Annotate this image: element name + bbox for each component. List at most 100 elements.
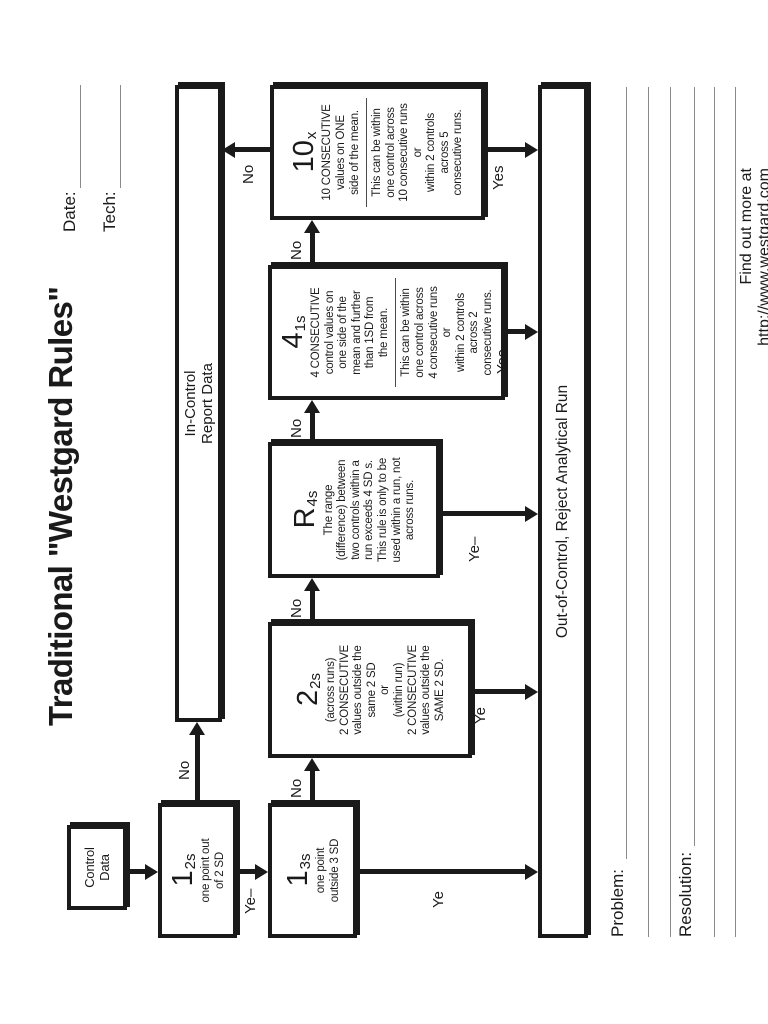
control-data-box: Control Data [67, 825, 127, 910]
rule-box-22s: 22s (across runs) 2 CONSECUTIVE values o… [268, 622, 472, 758]
rule-id-13s: 13s [281, 853, 314, 887]
rule-id-10x: 10x [287, 131, 320, 173]
rule-text: within 2 controls [425, 112, 438, 193]
rule-text: (difference) between [336, 459, 349, 561]
rule-text: across 5 [438, 131, 451, 174]
rule-text: one control across [384, 107, 397, 198]
flow-label-no: No [288, 778, 305, 798]
rule-text: one control across [414, 287, 426, 378]
flow-label-no: No [288, 240, 305, 260]
arrow-control-to-12s [127, 869, 147, 874]
rule-text: two controls within a [349, 460, 362, 560]
rule-text: across 2 [468, 311, 481, 354]
arrow-41s-to-10x [310, 233, 315, 265]
resolution-label: Resolution: [676, 851, 695, 937]
westgard-promo-text: Find out more at http://www.westgard.com [738, 168, 768, 346]
flow-label-no: No [240, 164, 257, 184]
problem-label: Problem: [608, 868, 627, 937]
rule-text: or [441, 327, 454, 338]
rule-text: than 1SD from [364, 296, 377, 369]
arrowhead [304, 220, 320, 233]
rule-box-r4s: R4s The range (difference) between two c… [268, 442, 440, 578]
rule-text: of 2 SD [213, 852, 226, 889]
arrowhead [255, 864, 268, 880]
rule-text: one point [315, 847, 328, 894]
date-label: Date: [60, 191, 79, 232]
rule-text: or [411, 147, 424, 158]
tech-label: Tech: [100, 191, 119, 232]
writing-line [626, 87, 627, 859]
divider [395, 277, 397, 388]
arrow-r4s-to-41s [310, 413, 315, 442]
rule-text: one side of the [337, 296, 350, 369]
out-of-control-label: Out-of-Control, Reject Analytical Run [554, 384, 571, 639]
arrowhead [304, 400, 320, 413]
arrowhead [189, 722, 205, 735]
control-data-line2: Data [97, 854, 112, 881]
rule-id-22s: 22s [291, 673, 324, 706]
rule-text: run exceeds 4 SD s. [363, 460, 376, 560]
arrow-22s-to-reject [472, 689, 525, 694]
rule-text: side of the mean. [348, 110, 361, 195]
arrowhead [525, 324, 538, 340]
rule-text: 4 CONSECUTIVE [310, 287, 323, 378]
rule-text: 10 consecutive runs [398, 103, 411, 202]
rule-text: 2 CONSECUTIVE [338, 644, 351, 736]
arrowhead [525, 506, 538, 522]
writing-line [648, 87, 649, 937]
rule-text: used within a run, not [390, 457, 403, 563]
rule-text: (within run) [393, 662, 405, 718]
rule-text: (across runs) [325, 657, 338, 723]
rule-text: control values on [323, 290, 336, 375]
rule-text: consecutive runs. [452, 109, 465, 196]
control-data-line1: Control [81, 847, 97, 888]
arrow-10x-to-reject [485, 147, 525, 152]
rule-box-12s: 12s one point out of 2 SD [158, 803, 237, 938]
flow-label-no: No [288, 598, 305, 618]
arrowhead [304, 758, 320, 771]
rule-box-41s: 41s 4 CONSECUTIVE control values on one … [268, 265, 505, 400]
rule-id-r4s: R4s [289, 490, 322, 529]
rule-box-13s: 13s one point outside 3 SD [268, 803, 357, 938]
rule-text: across runs. [404, 479, 417, 541]
arrow-r4s-to-reject [440, 511, 525, 516]
rule-text: This rule is only to be [377, 457, 389, 563]
flow-label-yes: Ye [472, 707, 489, 724]
flow-label-yes: Ye– [466, 536, 483, 562]
arrow-22s-to-r4s [310, 591, 315, 622]
rule-text: mean and further [350, 290, 363, 375]
rule-text: values outside the [420, 645, 433, 735]
writing-line [694, 87, 695, 846]
arrow-12s-to-13s [237, 869, 256, 874]
rule-text: SAME 2 SD. [433, 658, 446, 722]
rule-box-10x: 10x 10 CONSECUTIVE values on ONE side of… [270, 85, 485, 220]
rule-text: 2 CONSECUTIVE [406, 644, 419, 736]
flow-label-yes: Yes [490, 165, 507, 190]
arrowhead [304, 578, 320, 591]
rule-text: 4 consecutive runs [427, 286, 440, 379]
writing-line [735, 87, 736, 937]
flow-label-no: No [288, 418, 305, 438]
date-blank-line [80, 85, 81, 188]
in-control-line2: Report Data [198, 363, 216, 444]
flow-label-yes: Ye– [242, 888, 259, 914]
in-control-line1: In-Control [181, 370, 199, 437]
rule-text: 10 CONSECUTIVE [321, 104, 334, 201]
rule-text: same 2 SD [365, 662, 378, 718]
tech-blank-line [120, 85, 121, 188]
arrow-10x-to-incontrol [234, 147, 270, 152]
flow-label-no: No [176, 760, 193, 780]
flow-label-yes: Ye [430, 891, 447, 908]
arrow-13s-to-reject [357, 869, 525, 874]
arrowhead [525, 142, 538, 158]
in-control-bar: In-Control Report Data [175, 85, 222, 722]
rule-text: or [379, 685, 392, 695]
rule-text: one point out [200, 838, 213, 903]
arrow-13s-to-22s [310, 771, 315, 803]
rule-id-41s: 41s [276, 315, 309, 349]
rule-text: values on ONE [334, 115, 347, 190]
arrowhead [525, 864, 538, 880]
arrowhead [525, 684, 538, 700]
arrow-41s-to-reject [505, 329, 525, 334]
